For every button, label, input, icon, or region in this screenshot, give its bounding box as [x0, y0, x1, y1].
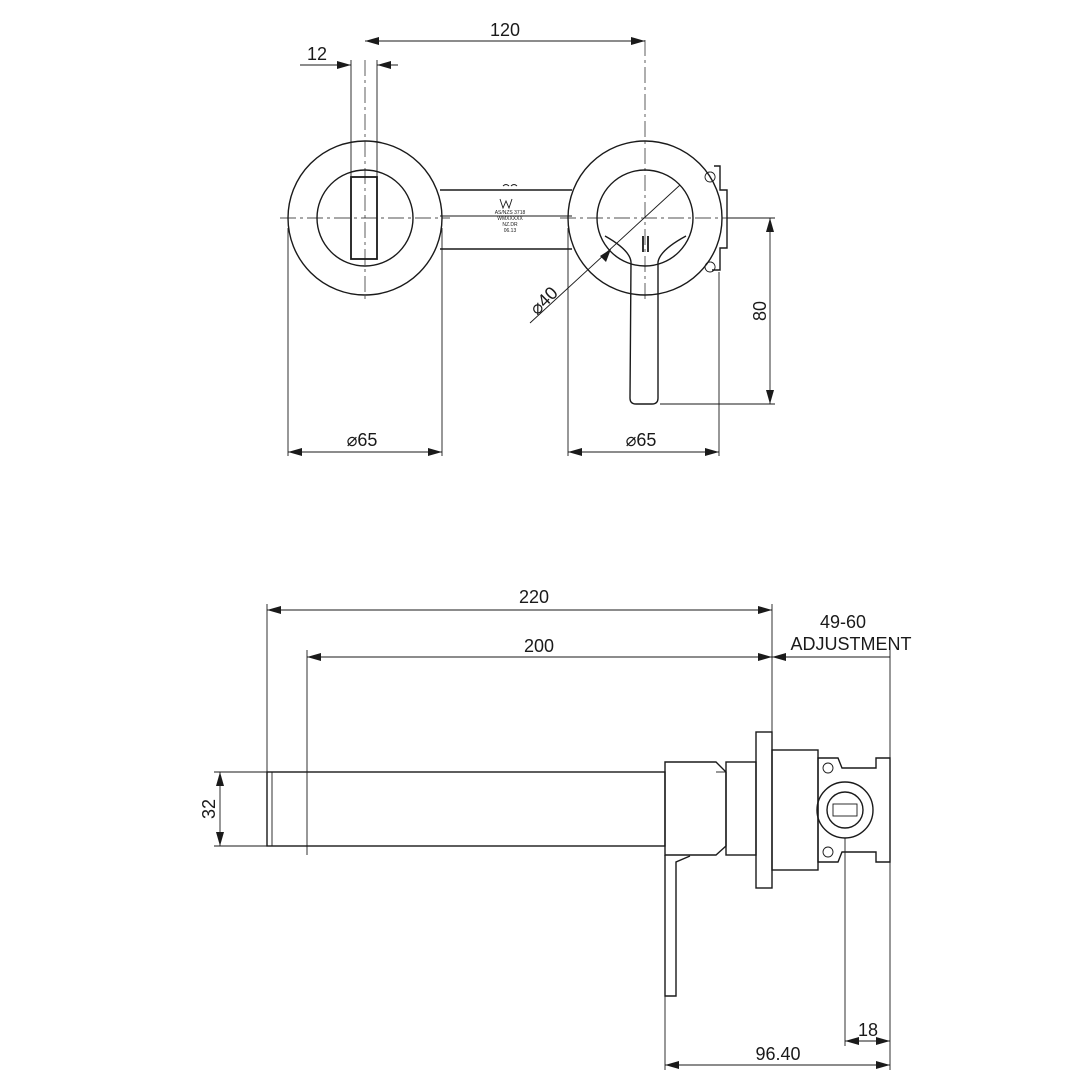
watermark-logo-icon — [499, 184, 518, 210]
dim-18-label: 18 — [858, 1020, 878, 1040]
dim-40-label: ⌀40 — [526, 283, 562, 319]
marking-line2: WMXXXXX — [497, 216, 523, 222]
front-view: AS/NZS 3718 WMXXXXX NZ.DR 06.13 — [280, 20, 775, 456]
valve-assembly — [816, 757, 891, 863]
dim-inlet-offset: 18 — [844, 838, 890, 1046]
dim-centre-spacing: 120 — [365, 20, 645, 45]
dim-65-right-label: ⌀65 — [626, 430, 657, 450]
marking-line3: NZ.DR — [502, 222, 518, 228]
dim-depth: 96.40 — [664, 862, 891, 1070]
dim-adjustment-label: ADJUSTMENT — [791, 634, 912, 654]
dim-spout-length: 200 — [306, 636, 772, 772]
marking-line1: AS/NZS 3718 — [495, 210, 526, 216]
lever-side — [664, 855, 691, 997]
dim-96-40-label: 96.40 — [755, 1044, 800, 1064]
dim-handle-dia: ⌀40 — [526, 184, 681, 324]
dim-overall-length: 220 — [266, 587, 773, 772]
dim-spout-height: 32 — [199, 771, 267, 847]
dim-220-label: 220 — [519, 587, 549, 607]
dim-adjustment-value: 49-60 — [820, 612, 866, 632]
dim-200-label: 200 — [524, 636, 554, 656]
dim-adjustment: 49-60 ADJUSTMENT — [772, 612, 912, 758]
dim-80-label: 80 — [750, 301, 770, 321]
dim-32-label: 32 — [199, 799, 219, 819]
dim-left-plate: ⌀65 — [287, 228, 443, 456]
mixer-body — [716, 731, 819, 889]
dim-handle-drop: 80 — [660, 217, 775, 405]
marking-line4: 06.13 — [504, 228, 517, 234]
spout — [266, 761, 727, 856]
dim-slot-width: 12 — [300, 44, 398, 178]
lever-handle — [604, 235, 687, 405]
dim-right-plate: ⌀65 — [567, 228, 720, 456]
dim-65-left-label: ⌀65 — [347, 430, 378, 450]
dim-12-label: 12 — [307, 44, 327, 64]
dim-120-label: 120 — [490, 20, 520, 40]
side-view: 220 200 49-60 ADJUSTMENT 32 — [199, 587, 912, 1070]
connecting-body: AS/NZS 3718 WMXXXXX NZ.DR 06.13 — [440, 184, 572, 250]
